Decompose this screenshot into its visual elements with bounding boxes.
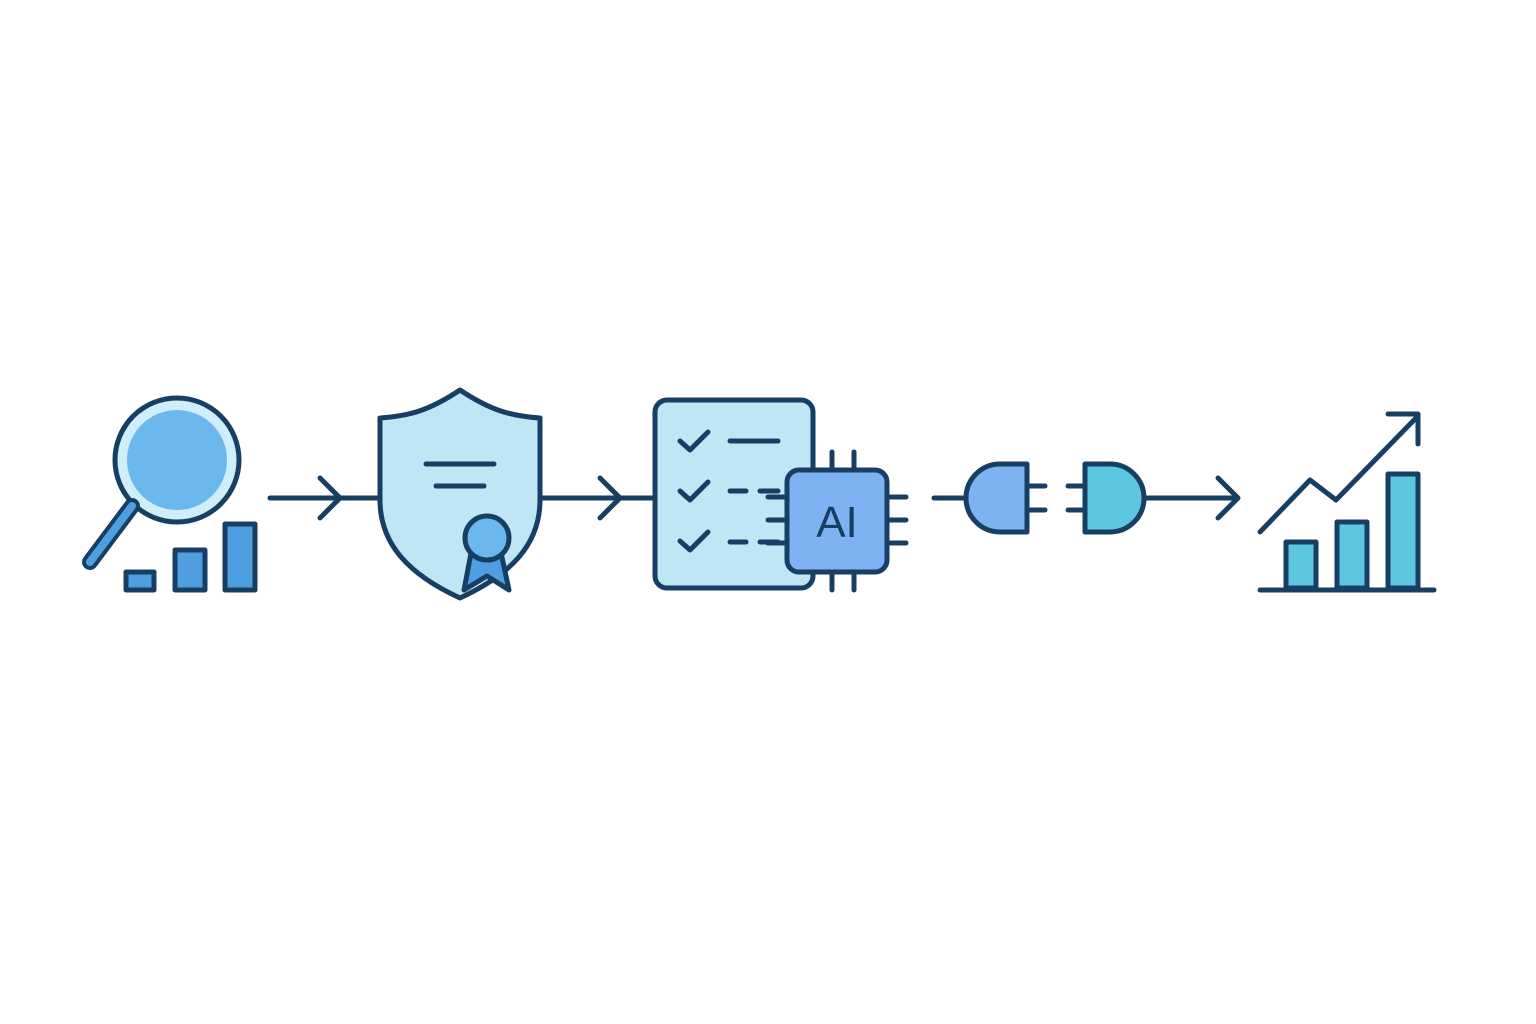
flow-arrow-1 bbox=[267, 475, 381, 521]
plug-connector-icon bbox=[931, 461, 1147, 535]
checklist-ai-chip-icon: AI bbox=[652, 397, 909, 593]
flow-arrow-3 bbox=[1143, 475, 1241, 521]
chip-pins bbox=[765, 449, 909, 593]
ai-chip-label: AI bbox=[816, 498, 858, 547]
magnifier-bar-chart-icon bbox=[82, 395, 258, 593]
flow-arrow-2 bbox=[539, 475, 655, 521]
growth-chart-icon bbox=[1257, 411, 1437, 593]
shield-certificate-icon bbox=[377, 387, 543, 601]
